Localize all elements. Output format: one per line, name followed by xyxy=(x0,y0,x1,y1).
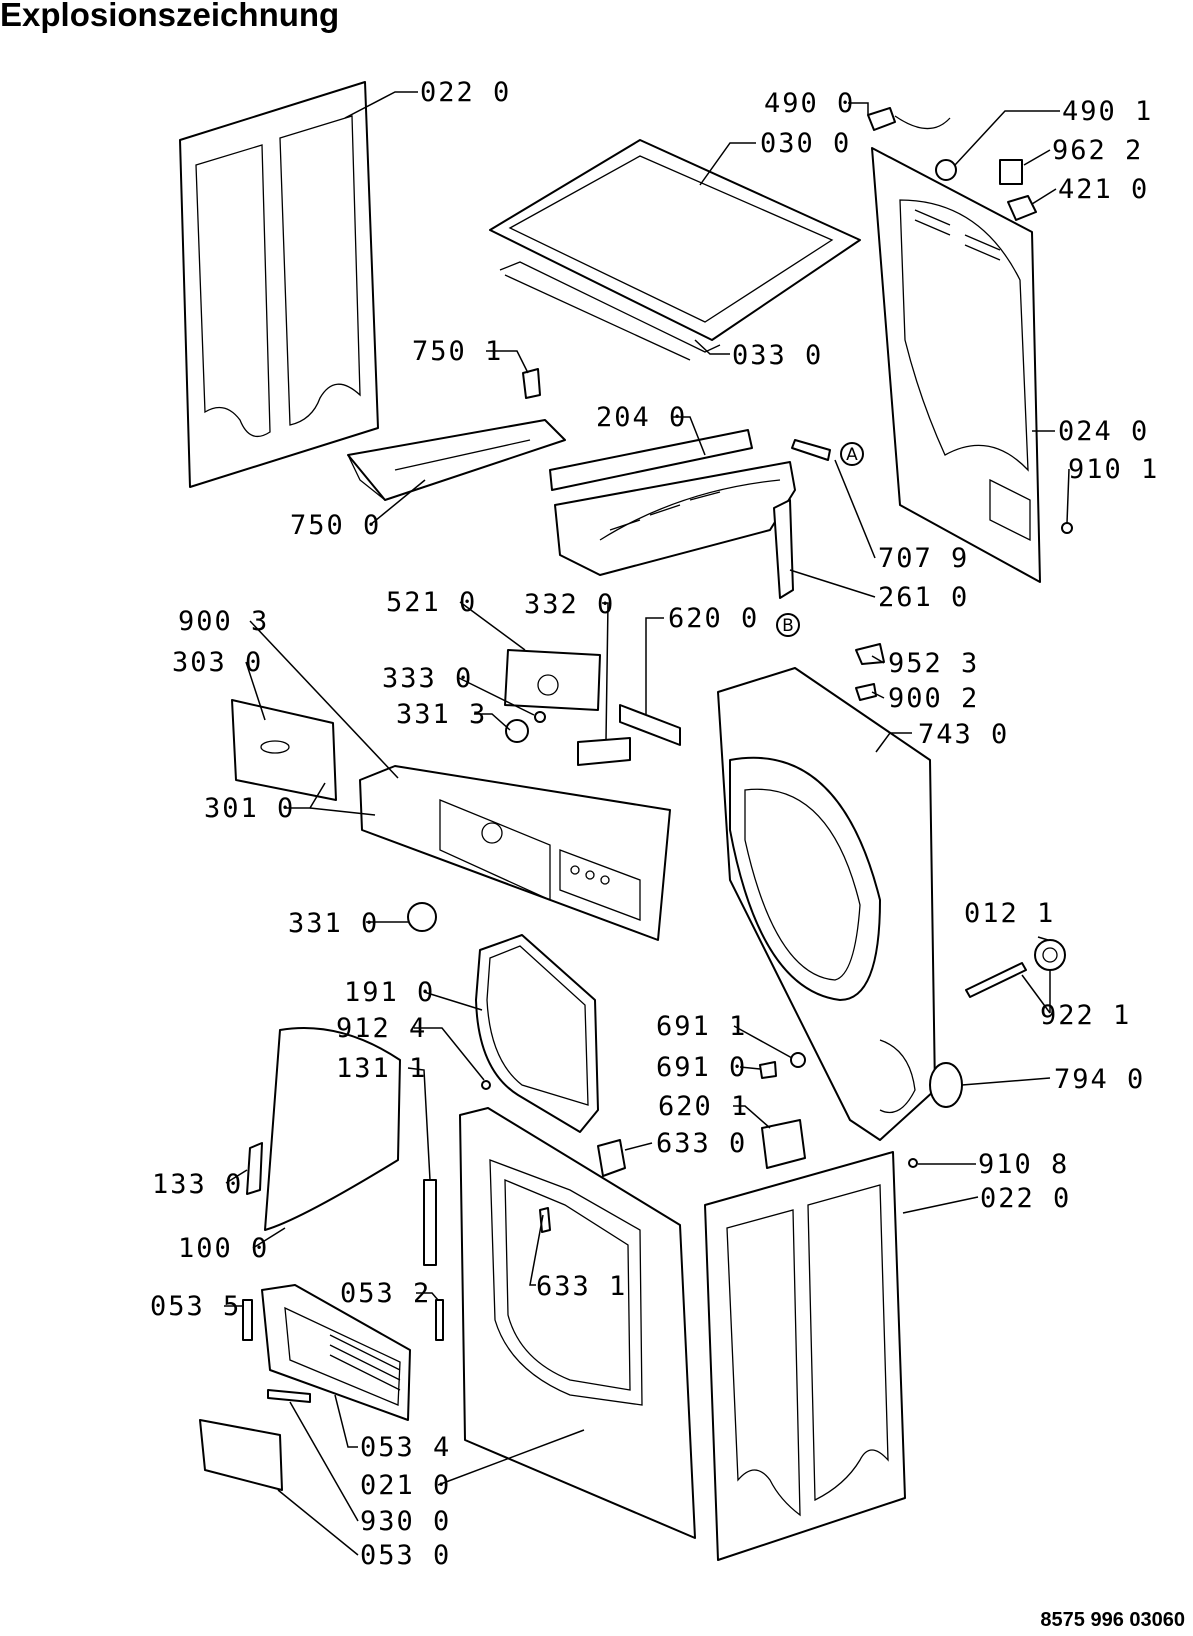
filter-housing xyxy=(261,1284,411,1421)
callout-910-8: 910 8 xyxy=(978,1149,1069,1180)
right-side-panel xyxy=(704,1151,906,1561)
part-691-0 xyxy=(759,1061,777,1079)
connector-a: A xyxy=(840,442,864,466)
part-053-2 xyxy=(435,1299,444,1341)
callout-952-3: 952 3 xyxy=(888,648,979,679)
rear-panel xyxy=(871,147,1041,583)
part-930-0 xyxy=(267,1389,311,1403)
control-board xyxy=(504,649,601,711)
callout-490-0: 490 0 xyxy=(764,88,855,119)
callout-633-0: 633 0 xyxy=(656,1128,747,1159)
document-number: 8575 996 03060 xyxy=(1040,1609,1185,1631)
callout-421-0: 421 0 xyxy=(1058,174,1149,205)
front-panel xyxy=(459,1107,696,1539)
filter-053-0 xyxy=(199,1419,283,1491)
callout-922-1: 922 1 xyxy=(1040,1000,1131,1031)
callout-053-2: 053 2 xyxy=(340,1278,431,1309)
callout-053-4: 053 4 xyxy=(360,1432,451,1463)
connector-b-label: B xyxy=(782,616,794,636)
callout-930-0: 930 0 xyxy=(360,1506,451,1537)
callout-331-0: 331 0 xyxy=(288,908,379,939)
inner-door-panel xyxy=(264,1027,401,1231)
callout-332-0: 332 0 xyxy=(524,589,615,620)
callout-022-0-top: 022 0 xyxy=(420,77,511,108)
motor-shaft xyxy=(965,939,1066,998)
part-750-1 xyxy=(522,368,541,399)
front-console xyxy=(359,765,671,941)
callout-490-1: 490 1 xyxy=(1062,96,1153,127)
part-333-0 xyxy=(534,711,546,723)
callout-100-0: 100 0 xyxy=(178,1233,269,1264)
blower-housing xyxy=(717,667,936,1141)
callout-131-1: 131 1 xyxy=(336,1053,427,1084)
left-side-panel xyxy=(179,81,379,488)
callout-021-0: 021 0 xyxy=(360,1470,451,1501)
callout-707-9: 707 9 xyxy=(878,543,969,574)
callout-633-1: 633 1 xyxy=(536,1271,627,1302)
control-panel-cover xyxy=(231,699,337,801)
callout-794-0: 794 0 xyxy=(1054,1064,1145,1095)
handle-133-0 xyxy=(246,1142,263,1195)
callout-962-2: 962 2 xyxy=(1052,135,1143,166)
part-421-0 xyxy=(1007,195,1037,221)
callout-900-3: 900 3 xyxy=(178,606,269,637)
callout-333-0: 333 0 xyxy=(382,663,473,694)
door-seal xyxy=(475,934,599,1133)
callout-labels: 022 0 490 0 490 1 030 0 962 2 421 0 750 … xyxy=(150,77,1159,1571)
part-620-1 xyxy=(761,1119,806,1169)
callout-743-0: 743 0 xyxy=(918,719,1009,750)
part-331-3 xyxy=(505,719,529,743)
part-131-1 xyxy=(423,1179,437,1266)
callout-204-0: 204 0 xyxy=(596,402,687,433)
air-duct xyxy=(347,419,566,501)
callout-024-0: 024 0 xyxy=(1058,416,1149,447)
connector-b: B xyxy=(776,613,800,637)
callout-053-0: 053 0 xyxy=(360,1540,451,1571)
callout-691-0: 691 0 xyxy=(656,1052,747,1083)
power-cord xyxy=(867,107,957,181)
screw-910-8 xyxy=(908,1158,918,1168)
callout-012-1: 012 1 xyxy=(964,898,1055,929)
page-title: Explosionszeichnung xyxy=(0,0,340,33)
callout-750-1: 750 1 xyxy=(412,336,503,367)
callout-620-0: 620 0 xyxy=(668,603,759,634)
callout-521-0: 521 0 xyxy=(386,587,477,618)
part-691-1 xyxy=(790,1052,806,1068)
callout-750-0: 750 0 xyxy=(290,510,381,541)
part-053-5 xyxy=(242,1299,253,1341)
callout-022-0-bottom: 022 0 xyxy=(980,1183,1071,1214)
leader-lines xyxy=(224,91,1070,1556)
callout-912-4: 912 4 xyxy=(336,1013,427,1044)
callout-033-0: 033 0 xyxy=(732,340,823,371)
callout-053-5: 053 5 xyxy=(150,1291,241,1322)
knob-331-0 xyxy=(407,902,437,932)
part-332-0 xyxy=(577,737,631,766)
callout-191-0: 191 0 xyxy=(344,977,435,1008)
part-620-0 xyxy=(619,704,681,746)
callout-301-0: 301 0 xyxy=(204,793,295,824)
part-962-2 xyxy=(999,159,1023,185)
door-lock-633-0 xyxy=(597,1139,626,1177)
callout-030-0: 030 0 xyxy=(760,128,851,159)
callout-691-1: 691 1 xyxy=(656,1011,747,1042)
top-cover xyxy=(489,139,861,361)
callout-261-0: 261 0 xyxy=(878,582,969,613)
connector-a-label: A xyxy=(846,445,858,465)
sensor-707-9 xyxy=(791,439,831,461)
gasket-794-0 xyxy=(929,1062,963,1108)
callout-900-2: 900 2 xyxy=(888,683,979,714)
screw-912-4 xyxy=(481,1080,491,1090)
screw-910-1 xyxy=(1061,522,1073,534)
callout-303-0: 303 0 xyxy=(172,647,263,678)
callout-620-1: 620 1 xyxy=(658,1091,749,1122)
callout-910-1: 910 1 xyxy=(1068,454,1159,485)
part-900-2 xyxy=(855,683,877,701)
callout-133-0: 133 0 xyxy=(152,1169,243,1200)
front-frame-assembly xyxy=(549,429,796,599)
callout-331-3: 331 3 xyxy=(396,699,487,730)
